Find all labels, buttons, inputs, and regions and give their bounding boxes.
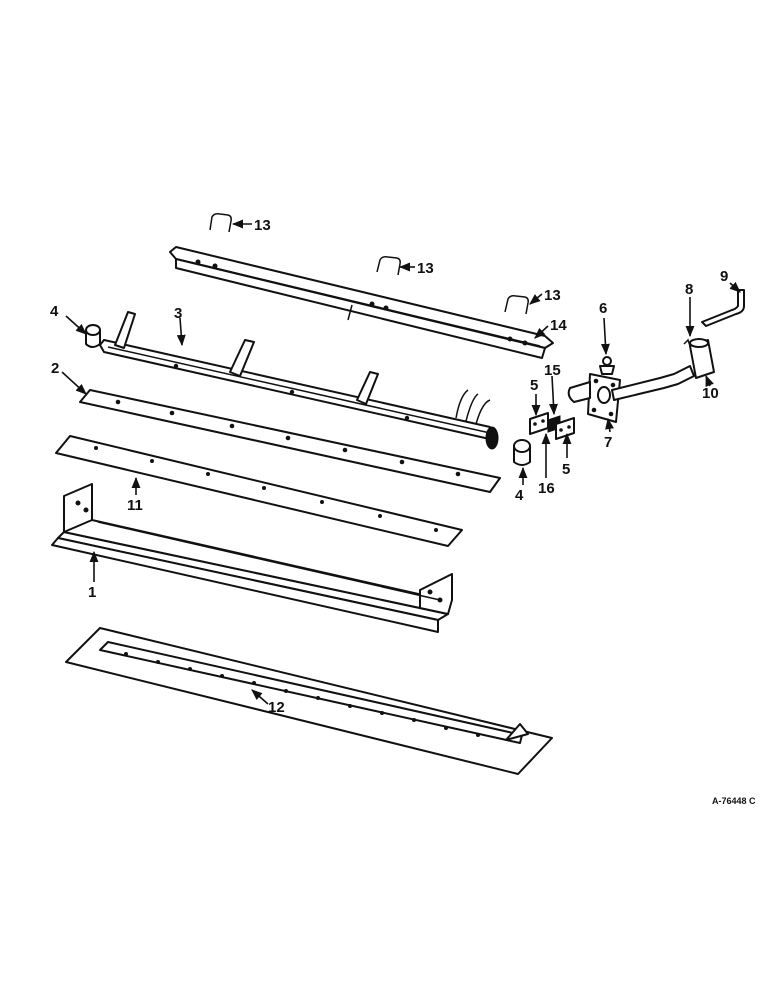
- fitting-6: [599, 356, 615, 375]
- callout-9: 9: [720, 268, 728, 285]
- bushing-4-right: [513, 439, 531, 466]
- callout-5-lower: 5: [562, 461, 570, 478]
- callout-10: 10: [702, 385, 719, 402]
- callout-7: 7: [604, 434, 612, 451]
- callout-5-upper: 5: [530, 377, 538, 394]
- bearing-plate-crank-7: [567, 365, 695, 423]
- handle-pin-9: [701, 289, 745, 327]
- callout-4-left: 4: [50, 303, 59, 320]
- callout-3: 3: [174, 305, 182, 322]
- callout-13-top: 13: [254, 217, 271, 234]
- callout-6: 6: [599, 300, 607, 317]
- u-clip-13-middle: [376, 256, 401, 276]
- callout-2: 2: [51, 360, 59, 377]
- upper-angle-bar-14: [169, 246, 554, 359]
- sleeve-10: [689, 338, 715, 379]
- bottom-plate-12: [65, 627, 553, 775]
- flat-bar-2: [79, 389, 501, 493]
- callout-16: 16: [538, 480, 555, 497]
- channel-trough-1: [51, 483, 453, 633]
- small-plate-5-upper: [529, 412, 549, 435]
- callout-14: 14: [550, 317, 567, 334]
- u-clip-13-right: [504, 295, 529, 315]
- callout-1: 1: [88, 584, 96, 601]
- callout-12: 12: [268, 699, 285, 716]
- callout-15: 15: [544, 362, 561, 379]
- finger-shaft-assembly-3: [99, 311, 499, 450]
- callout-13-middle: 13: [417, 260, 434, 277]
- wear-strip-11: [55, 435, 463, 547]
- callout-4-right: 4: [515, 487, 524, 504]
- u-clip-13-top: [209, 213, 232, 233]
- leader-lines: [61, 219, 741, 705]
- drawing-code: A-76448 C: [712, 796, 756, 806]
- callout-11: 11: [127, 497, 143, 514]
- callout-13-right: 13: [544, 287, 561, 304]
- callout-8: 8: [685, 281, 693, 298]
- bushing-4-left: [85, 324, 101, 348]
